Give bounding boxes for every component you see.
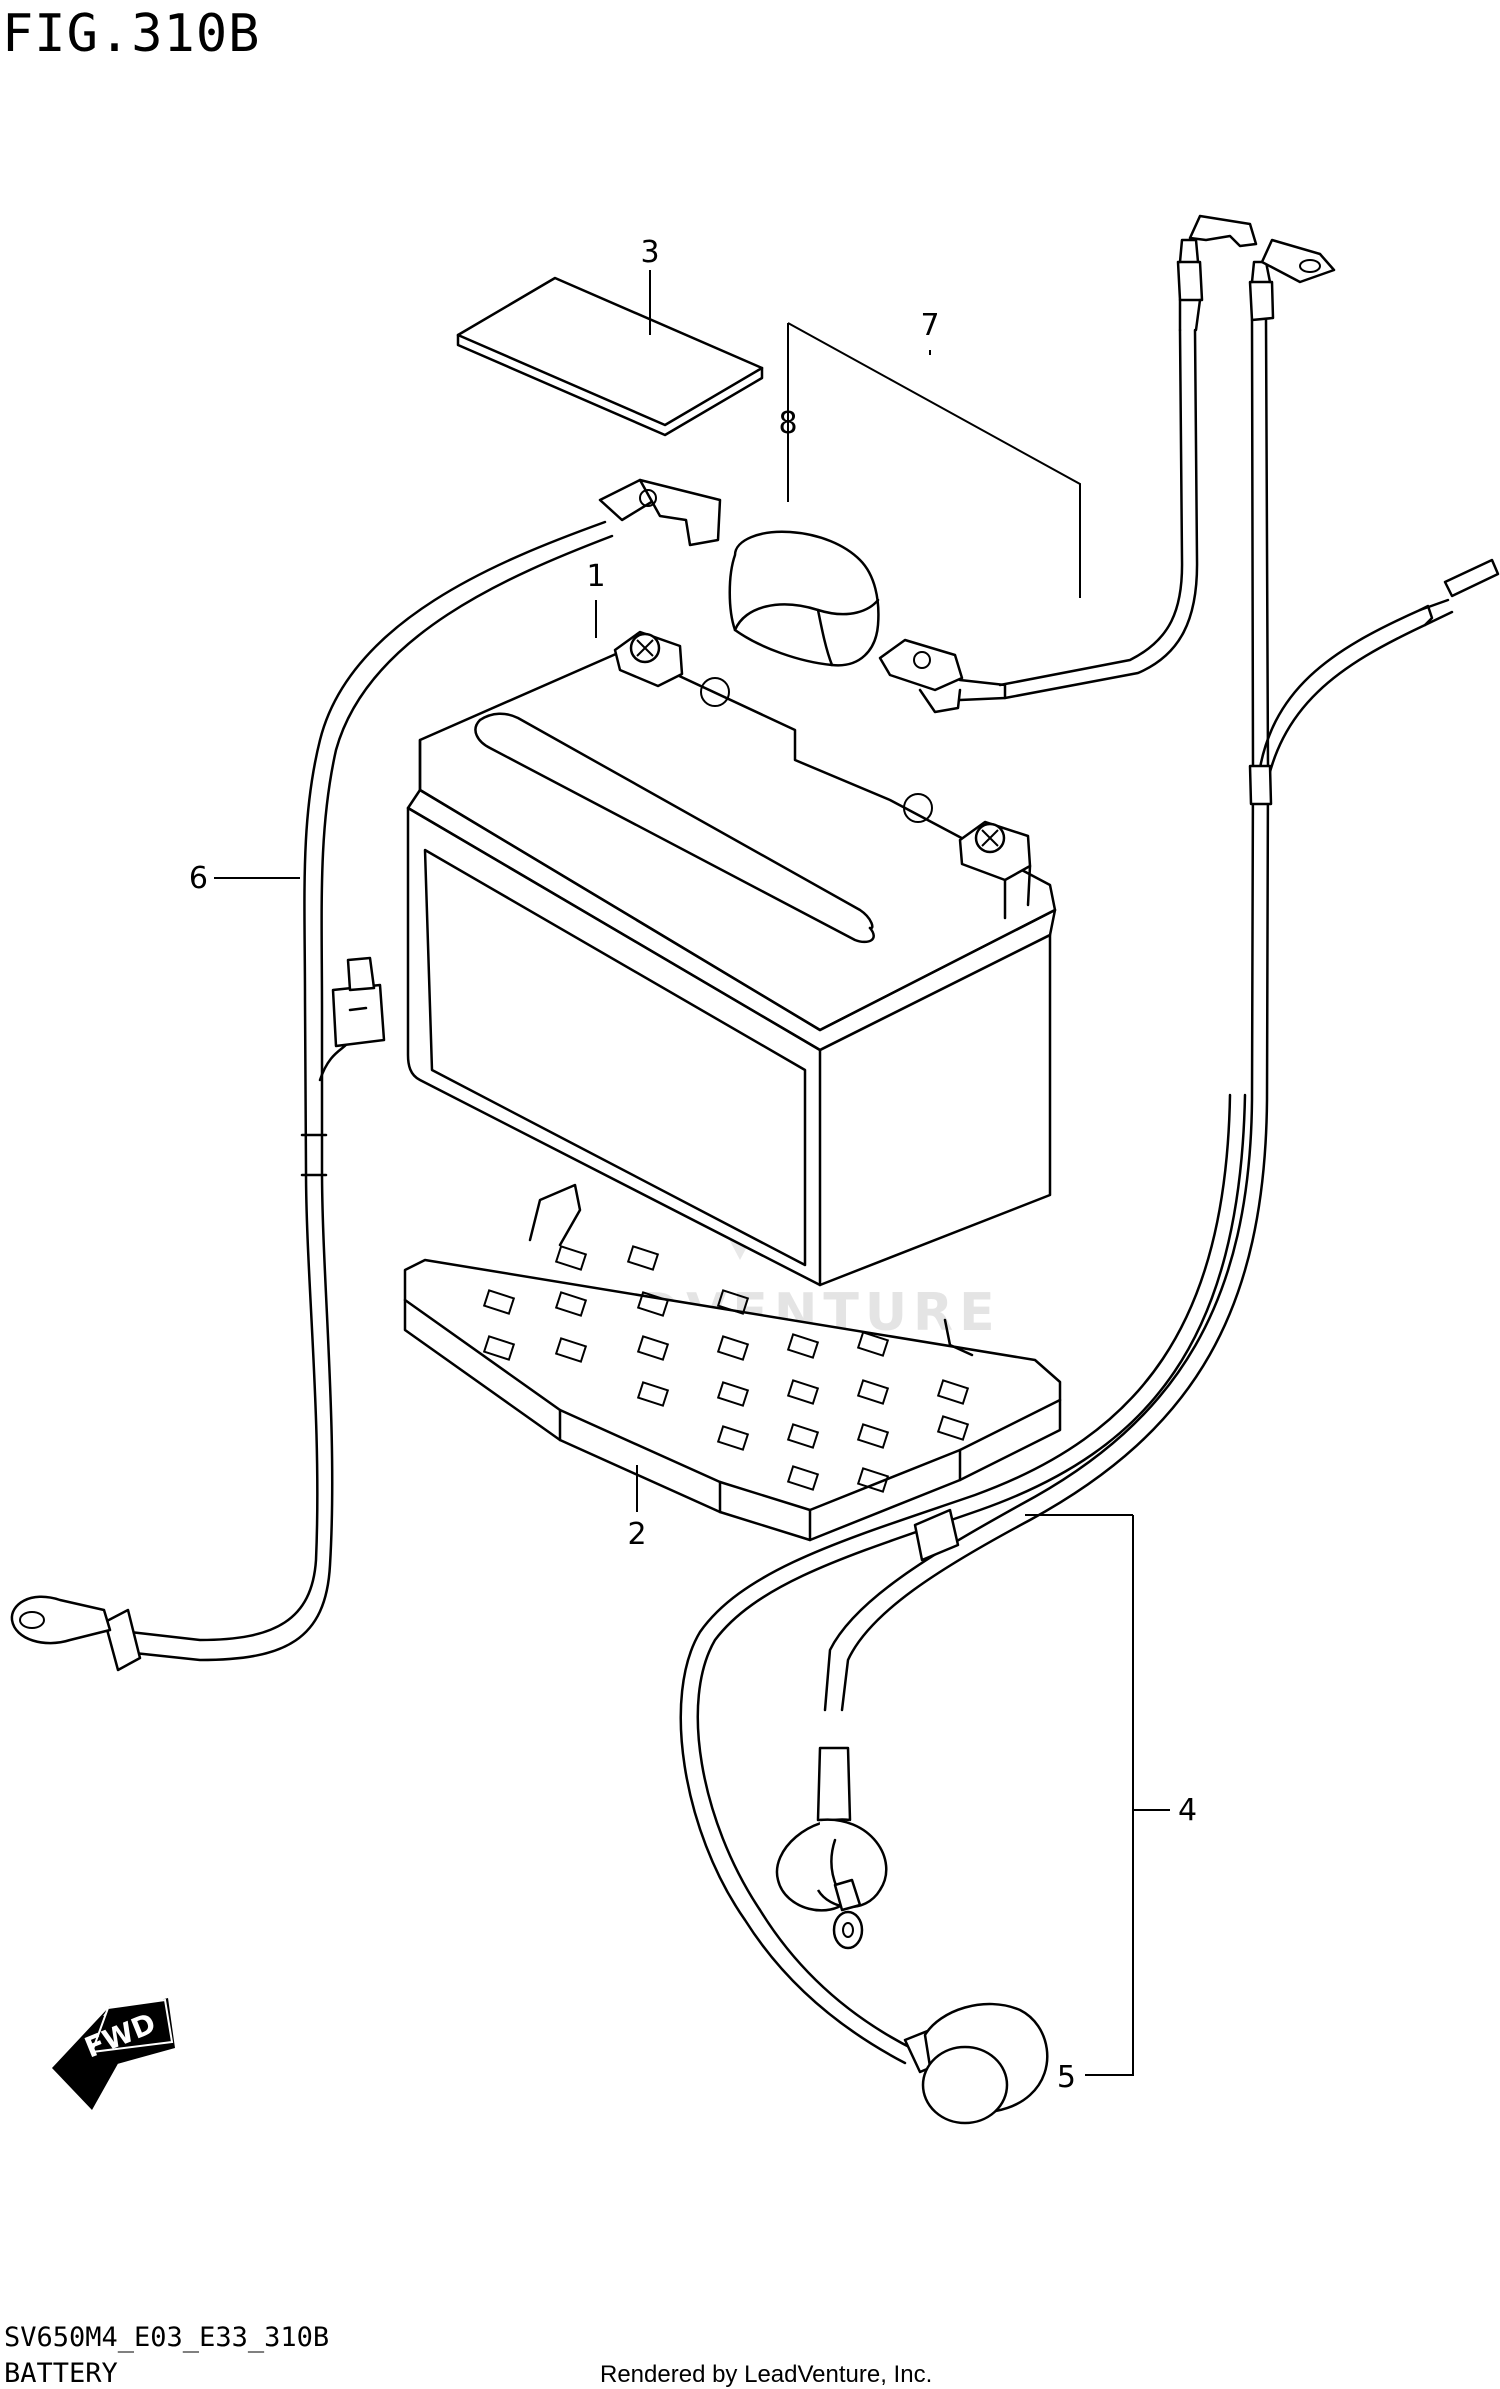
callout-2: 2 <box>627 1517 646 1552</box>
diagram-code: SV650M4_E03_E33_310B <box>4 2322 330 2353</box>
battery <box>406 630 1057 1287</box>
callout-5: 5 <box>1057 2060 1076 2095</box>
battery-cable-plus <box>878 214 1258 714</box>
terminal-cover <box>728 530 880 667</box>
callout-3: 3 <box>640 235 659 270</box>
sensor-lead <box>1256 558 1500 802</box>
figure-title: FIG.310B <box>2 4 261 64</box>
callout-8: 8 <box>778 406 797 441</box>
battery-tray <box>403 1183 1062 1542</box>
battery-label-sheet <box>456 276 764 437</box>
render-credit: Rendered by LeadVenture, Inc. <box>600 2361 933 2388</box>
fwd-direction-arrow: FWD <box>52 1998 175 2110</box>
battery-cable-minus <box>679 1093 1247 2065</box>
terminal-cap <box>903 2002 1049 2125</box>
diagram-name: BATTERY <box>4 2358 118 2389</box>
starter-motor-lead <box>10 478 722 1672</box>
callout-1: 1 <box>586 559 605 594</box>
leader-lines <box>214 270 1170 2076</box>
callout-4: 4 <box>1178 1793 1197 1828</box>
tray-slots <box>482 1245 970 1493</box>
ground-lead-upper <box>823 238 1336 1712</box>
callout-7: 7 <box>920 308 939 343</box>
callout-6: 6 <box>189 861 208 896</box>
